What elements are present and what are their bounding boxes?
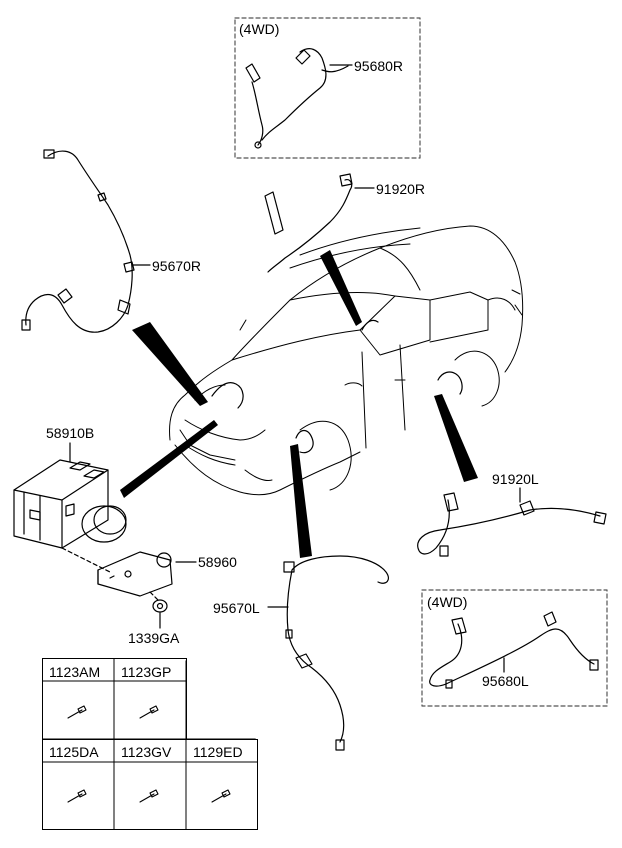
label-95680R: 95680R bbox=[354, 58, 404, 74]
label-91920L: 91920L bbox=[492, 471, 539, 487]
harness-91920L bbox=[417, 492, 607, 557]
nut-1339GA bbox=[152, 599, 168, 613]
4wd-box-rear-left bbox=[421, 589, 608, 707]
leader-bracket-nut bbox=[149, 591, 159, 601]
label-58910B: 58910B bbox=[46, 425, 95, 441]
screw-icons bbox=[67, 705, 231, 803]
table-cell-1129ED: 1129ED bbox=[193, 744, 243, 760]
screw-icon-1123GV bbox=[139, 789, 159, 803]
sensor-95680R bbox=[245, 48, 349, 149]
screw-icon-1125DA bbox=[67, 789, 87, 803]
table-cell-1123GP: 1123GP bbox=[121, 664, 172, 680]
leader-abs-bracket bbox=[61, 547, 111, 573]
sensor-95670L bbox=[283, 555, 390, 751]
bracket-58960 bbox=[97, 551, 173, 597]
screw-icon-1123GP bbox=[139, 705, 159, 719]
table-cell-1123AM: 1123AM bbox=[49, 664, 101, 680]
parts-table-lower bbox=[42, 739, 258, 830]
label-4wd-top: (4WD) bbox=[239, 21, 280, 37]
harness-91920R bbox=[264, 173, 353, 273]
sensor-95670R bbox=[21, 149, 135, 333]
label-4wd-bottom: (4WD) bbox=[427, 594, 468, 610]
screw-icon-1123AM bbox=[67, 705, 87, 719]
table-cell-1125DA: 1125DA bbox=[49, 744, 99, 760]
callout-pointers bbox=[120, 250, 478, 558]
label-91920R: 91920R bbox=[376, 181, 426, 197]
table-cell-1123GV: 1123GV bbox=[121, 744, 172, 760]
label-58960: 58960 bbox=[198, 554, 237, 570]
screw-icon-1129ED bbox=[211, 789, 231, 803]
label-1339GA: 1339GA bbox=[128, 630, 180, 646]
label-95670R: 95670R bbox=[152, 258, 202, 274]
vehicle-outline bbox=[169, 225, 524, 496]
parts-table bbox=[42, 658, 187, 739]
abs-modulator-58910B bbox=[13, 459, 127, 549]
sensor-95680L bbox=[429, 611, 599, 689]
label-95670L: 95670L bbox=[213, 600, 260, 616]
vehicle-wire-stubs bbox=[211, 319, 463, 454]
4wd-box-rear-right bbox=[234, 17, 421, 159]
label-95680L: 95680L bbox=[482, 673, 529, 689]
